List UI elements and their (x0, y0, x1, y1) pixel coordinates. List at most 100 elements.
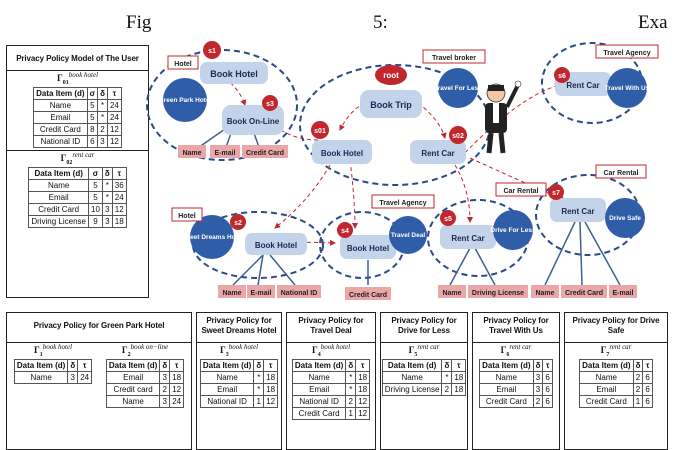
user-policy-panel: Privacy Policy Model of The User Γ01book… (6, 45, 149, 298)
flow-arrow (454, 164, 473, 223)
table-cell: 6 (86, 134, 99, 148)
service-composition-diagram: Book Hotel Book On-Line Book Trip Book H… (146, 41, 659, 300)
gamma-symbol: Γ (219, 345, 226, 355)
gamma-symbol: Γ (311, 345, 318, 355)
role-label-car-rental-1: Car Rental (503, 188, 538, 195)
badge-s01: s01 (314, 128, 326, 135)
table-header: Data Item (d) (381, 358, 443, 372)
gamma-superscript: rent car (417, 343, 440, 351)
role-label-car-rental-2: Car Rental (603, 170, 638, 177)
table-cell: Credit Card (479, 394, 534, 408)
table-cell: 36 (111, 178, 127, 192)
table-cell: 18 (451, 370, 467, 384)
policy-symbol: Γ1book hotel (14, 343, 92, 358)
table-cell: Credit Card (291, 406, 347, 420)
role-labels: Hotel Travel broker Travel Agency Hotel … (167, 44, 659, 222)
provider-drive-for-less-label: Drive For Less (490, 227, 536, 234)
gamma-subscript: 02 (66, 159, 73, 166)
table-cell: 24 (169, 394, 185, 408)
table-row: Email*18 (199, 382, 279, 396)
table-header: Data Item (d) (199, 358, 255, 372)
service-book-hotel-s1 (200, 62, 268, 84)
table-cell: 1 (253, 394, 265, 408)
badge-s1: s1 (208, 48, 216, 55)
table-row: Name*18 (381, 370, 467, 384)
table-cell: 3 (532, 370, 544, 384)
gamma-symbol: Γ (600, 345, 607, 355)
service-rent-car-s02 (410, 140, 466, 164)
table-header: τ (542, 358, 553, 372)
gamma-subscript: 2 (127, 351, 131, 358)
data-item-driving-license: Driving License (472, 290, 524, 297)
policy-symbol: Γ02rent car (7, 151, 148, 166)
service-book-online (222, 105, 284, 135)
table-cell: Email (479, 382, 534, 396)
provider-green-park (163, 78, 207, 122)
table-header: δ (632, 358, 644, 372)
role-label-travel-agency-1: Travel Agency (603, 50, 650, 57)
data-item-labels: Name E-mail Credit Card Name E-mail Nati… (178, 145, 637, 300)
table-cell: 2 (345, 394, 357, 408)
provider-policy-title: Privacy Policy for Travel Deal (287, 313, 375, 343)
service-rent-car-s7-label: Rent Car (561, 207, 594, 216)
travel-broker-figure (485, 80, 522, 154)
role-label-travel-agency-2: Travel Agency (379, 200, 426, 207)
gamma-superscript: book hotel (42, 343, 73, 351)
gamma-subscript: 6 (506, 351, 510, 358)
provider-travel-deal (389, 216, 427, 254)
table-cell: Email (105, 370, 161, 384)
provider-sweet-dreams-label: Sweet Dreams Hotel (181, 234, 244, 241)
table-header: δ (441, 358, 453, 372)
flow-arrow (459, 83, 561, 159)
service-book-hotel-s4-label: Book Hotel (347, 244, 389, 253)
service-rent-car-s6-label: Rent Car (566, 81, 599, 90)
badge-s4: s4 (341, 228, 349, 235)
policy-symbol: Γ2book on−line (106, 343, 184, 358)
table-cell: 12 (106, 134, 122, 148)
table-cell: 12 (355, 394, 371, 408)
table-cell: 1 (345, 406, 357, 420)
table-header: δ (253, 358, 265, 372)
data-item-credit-card: Credit Card (246, 150, 284, 157)
table-cell: * (345, 382, 357, 396)
data-item-email: E-mail (214, 150, 235, 157)
gamma-superscript: book hotel (68, 71, 99, 79)
policy-symbol: Γ3book hotel (197, 343, 281, 358)
table-header: τ (169, 358, 185, 372)
table-cell: 9 (88, 214, 103, 228)
data-item-name: Name (442, 290, 461, 297)
table-cell: 2 (441, 382, 453, 396)
role-label-hotel-2: Hotel (178, 213, 196, 220)
badge-s2: s2 (234, 220, 242, 227)
provider-policy-title: Privacy Policy for Sweet Dreams Hotel (197, 313, 281, 343)
table-cell: Name (381, 370, 443, 384)
table-cell: Credit card (105, 382, 161, 396)
table-cell: 6 (642, 394, 653, 408)
table-header: δ (345, 358, 357, 372)
policy-symbol: Γ6rent car (473, 343, 559, 358)
policy-symbol: Γ01book hotel (7, 71, 148, 86)
provider-policy-title: Privacy Policy for Green Park Hotel (7, 313, 191, 343)
table-cell: 18 (169, 370, 185, 384)
table-cell: Name (199, 370, 255, 384)
data-item-name: Name (222, 290, 241, 297)
table-cell: 18 (111, 214, 127, 228)
